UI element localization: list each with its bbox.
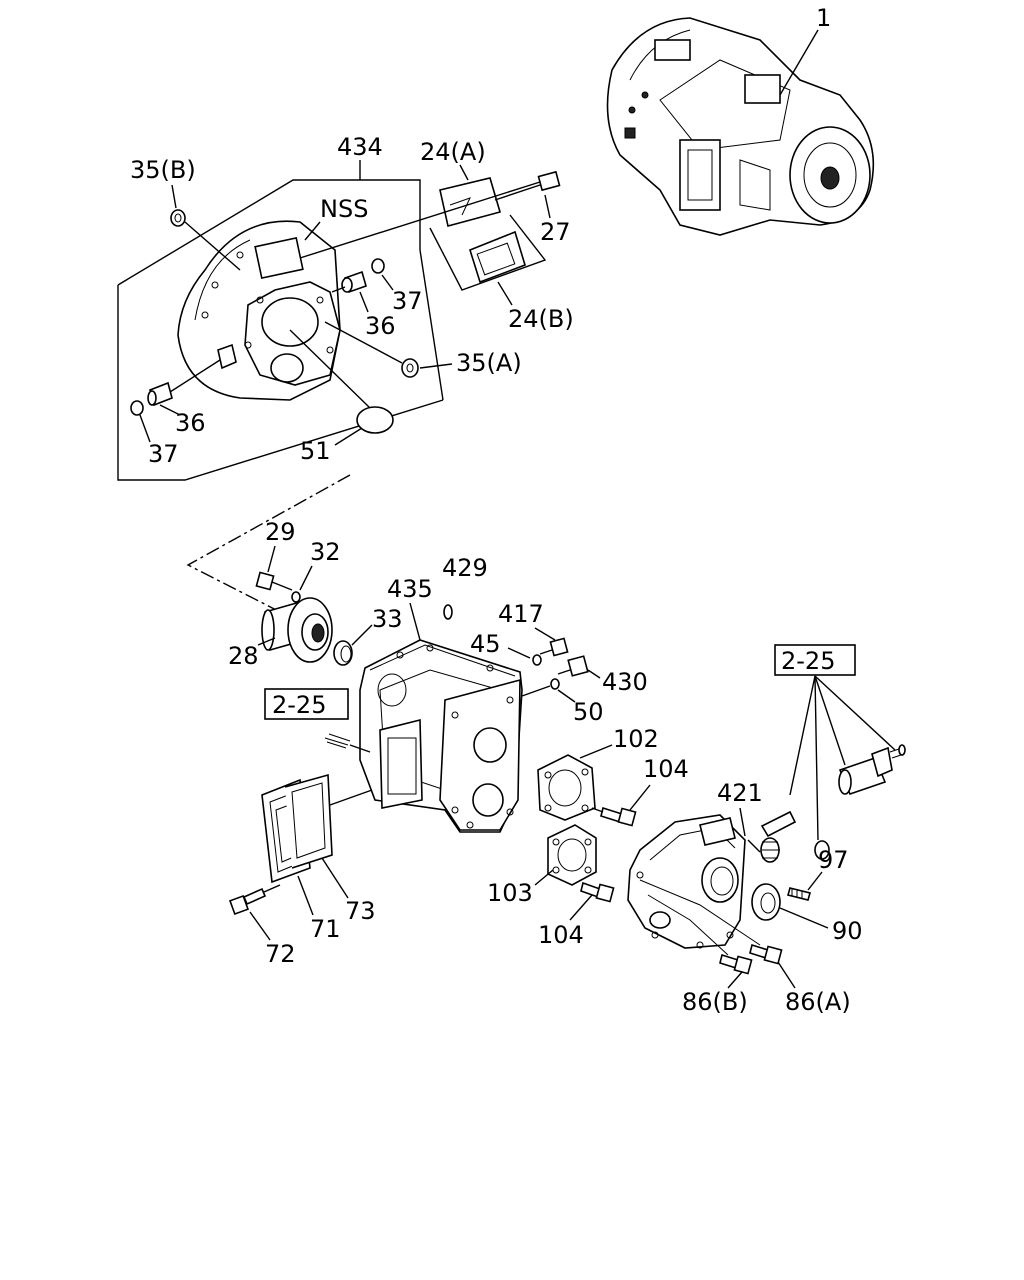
bolt-97	[787, 887, 811, 901]
clutch-housing	[177, 220, 341, 401]
callout-28: 28	[228, 642, 259, 670]
callout-417: 417	[498, 600, 544, 628]
callout-71: 71	[310, 915, 341, 943]
sensor-stub	[324, 733, 371, 753]
callout-nss: NSS	[320, 195, 368, 223]
callout-435: 435	[387, 575, 433, 603]
callout-103: 103	[487, 879, 533, 907]
callout-33: 33	[372, 605, 403, 633]
callout-102: 102	[613, 725, 659, 753]
washer-45	[532, 654, 542, 666]
bolt-27	[299, 170, 561, 259]
callout-429: 429	[442, 554, 488, 582]
nut-35a	[324, 321, 419, 378]
callout-32: 32	[310, 538, 341, 566]
bolt-417	[539, 637, 569, 657]
callout-24a: 24(A)	[420, 138, 486, 166]
dowel-36-bottom	[147, 343, 237, 416]
oring-32	[291, 591, 301, 603]
callout-104b: 104	[538, 921, 584, 949]
gasket-73	[284, 773, 373, 869]
ref-box-left[interactable]: 2-25	[264, 688, 349, 720]
bracket-24b	[429, 214, 547, 291]
sensor-assembly	[814, 744, 906, 860]
bolt-86a	[749, 943, 783, 965]
callout-86b: 86(B)	[682, 988, 748, 1016]
callout-434: 434	[337, 133, 383, 161]
callout-90: 90	[832, 917, 863, 945]
callout-430: 430	[602, 668, 648, 696]
plug-430	[557, 655, 589, 677]
nut-35b	[170, 209, 241, 271]
callout-36a: 36	[365, 312, 396, 340]
plate-24a	[439, 177, 501, 227]
callout-97: 97	[818, 846, 849, 874]
ref-left-label: 2-25	[272, 691, 326, 719]
oring-50	[521, 678, 560, 697]
callout-50: 50	[573, 698, 604, 726]
plug-429	[443, 604, 453, 620]
callout-72: 72	[265, 940, 296, 968]
seal-33	[333, 640, 353, 666]
gasket-102	[537, 754, 596, 821]
callout-35b: 35(B)	[130, 156, 196, 184]
bolt-72	[229, 884, 281, 915]
nut-37-bottom	[130, 400, 144, 416]
transmission-assembly	[606, 17, 875, 236]
gasket-103	[547, 824, 597, 886]
callout-27: 27	[540, 218, 571, 246]
bolt-29	[255, 571, 293, 591]
callout-36b: 36	[175, 409, 206, 437]
bolt-86b	[719, 953, 753, 975]
ref-right-label: 2-25	[781, 647, 835, 675]
callout-35a: 35(A)	[456, 349, 522, 377]
callout-86a: 86(A)	[785, 988, 851, 1016]
callout-1: 1	[816, 4, 831, 32]
callout-24b: 24(B)	[508, 305, 574, 333]
bolt-104-top	[591, 806, 637, 827]
transmission-case-435	[359, 639, 523, 833]
plug-51	[289, 329, 394, 434]
callout-37b: 37	[148, 440, 179, 468]
callout-421: 421	[717, 779, 763, 807]
gear-421	[747, 810, 797, 863]
callout-37a: 37	[392, 287, 423, 315]
callout-73: 73	[345, 897, 376, 925]
seal-90	[751, 883, 781, 921]
clutch-housing-frame	[117, 160, 444, 481]
ref-box-right[interactable]: 2-25	[774, 644, 856, 676]
callout-29: 29	[265, 518, 296, 546]
nut-37-top	[371, 258, 385, 274]
extension-housing	[627, 814, 761, 956]
bolt-104-bottom	[580, 881, 615, 903]
callout-51: 51	[300, 437, 331, 465]
dowel-36-top	[331, 270, 367, 294]
callout-45: 45	[470, 630, 501, 658]
callout-104a: 104	[643, 755, 689, 783]
